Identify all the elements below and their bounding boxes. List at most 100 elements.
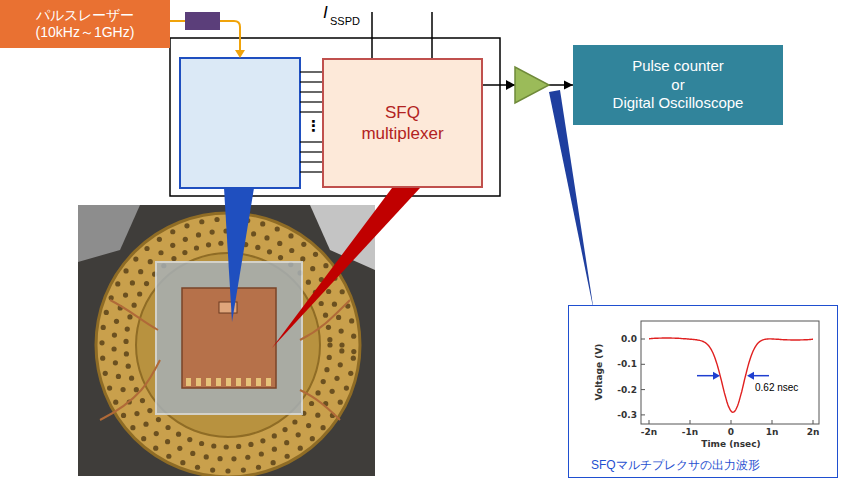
board-hole — [338, 400, 343, 405]
board-hole — [330, 389, 335, 394]
board-hole — [156, 417, 161, 422]
board-hole — [309, 401, 314, 406]
x-tick-label: -2n — [641, 427, 657, 437]
board-hole — [177, 446, 182, 451]
board-hole — [225, 468, 230, 473]
node-text: パルスレーザー (10kHz～1GHz) — [20, 7, 150, 42]
node-text: Pulse counter — [632, 57, 724, 76]
foil — [78, 205, 140, 262]
y-tick — [641, 389, 645, 390]
x-tick — [731, 420, 732, 424]
board-hole — [120, 387, 125, 392]
svg-line — [300, 71, 322, 72]
fiber — [220, 21, 240, 51]
board-hole — [138, 269, 143, 274]
board-hole — [153, 446, 158, 451]
fiber-arrowhead — [235, 50, 245, 58]
board-hole — [231, 456, 236, 461]
board-hole — [264, 235, 269, 240]
x-tick-label: 1n — [766, 427, 779, 437]
board-hole — [275, 226, 280, 231]
board-hole — [141, 436, 146, 441]
board-hole — [217, 456, 222, 461]
board-hole — [140, 398, 145, 403]
board-hole — [260, 221, 265, 226]
board-hole — [114, 319, 119, 324]
board-hole — [180, 460, 185, 465]
board-hole — [123, 339, 128, 344]
board-hole — [206, 242, 211, 247]
board-hole — [137, 291, 142, 296]
bond-pad — [186, 378, 191, 386]
y-tick — [641, 339, 645, 340]
board-hole — [103, 371, 108, 376]
module-outline — [170, 38, 500, 196]
board-hole — [113, 400, 118, 405]
board-hole — [336, 315, 341, 320]
board-hole — [112, 332, 117, 337]
board-hole — [148, 259, 153, 264]
board-hole — [282, 427, 287, 432]
board-hole — [327, 342, 332, 347]
board-hole — [130, 425, 135, 430]
board-hole — [241, 467, 246, 472]
board-hole — [319, 301, 324, 306]
photo-ground — [78, 205, 375, 476]
board-hole — [306, 423, 311, 428]
axis-title: Voltage (V) — [594, 344, 604, 401]
board-hole — [313, 252, 318, 257]
width-arrow — [697, 375, 714, 377]
x-tick-label: -1n — [682, 427, 698, 437]
board-hole — [327, 337, 332, 342]
board-hole — [351, 334, 356, 339]
board-hole — [259, 451, 264, 456]
cryostat-photo — [78, 205, 375, 476]
board-hole — [344, 385, 349, 390]
board-hole — [171, 256, 176, 261]
y-tick — [641, 364, 645, 365]
board-hole — [251, 231, 256, 236]
board-hole — [272, 447, 277, 452]
board-hole — [214, 217, 219, 222]
node-text: SFQマルチプレクサの出力波形 — [591, 458, 760, 473]
board-hole — [126, 364, 131, 369]
board-hole — [143, 422, 148, 427]
board-hole — [326, 325, 331, 330]
amp-input-arrowhead — [506, 80, 515, 90]
board-hole — [187, 437, 192, 442]
board-hole — [115, 281, 120, 286]
board-hole — [170, 229, 175, 234]
x-tick — [649, 420, 650, 424]
bond-pad — [226, 378, 231, 386]
board-hole — [111, 346, 116, 351]
y-tick-label: -0.3 — [617, 410, 637, 420]
board-hole — [248, 442, 253, 447]
multiplexer-box: SFQ multiplexer — [322, 58, 483, 188]
bond-pad — [216, 378, 221, 386]
plot-frame — [641, 321, 819, 424]
x-tick-label: 0 — [728, 427, 734, 437]
svg-line — [300, 171, 322, 172]
y-tick-label: 0.0 — [621, 334, 637, 344]
width-arrow — [753, 375, 769, 377]
bond-pad — [266, 378, 271, 386]
board-hole — [315, 390, 320, 395]
board-hole — [340, 289, 345, 294]
board-hole — [113, 360, 118, 365]
x-tick — [813, 420, 814, 424]
board-hole — [125, 326, 130, 331]
bond-pad — [246, 378, 251, 386]
board-hole — [348, 371, 353, 376]
board-hole — [132, 303, 137, 308]
board-hole — [170, 243, 175, 248]
pointer-red — [272, 188, 420, 348]
y-tick-label: -0.1 — [617, 359, 637, 369]
parallel-wires — [300, 72, 322, 172]
board-hole — [127, 314, 132, 319]
board-hole — [289, 248, 294, 253]
board-hole — [154, 431, 159, 436]
copper-mount — [182, 288, 276, 388]
board-hole — [190, 451, 195, 456]
bond-pad — [206, 378, 211, 386]
board-hole — [183, 237, 188, 242]
